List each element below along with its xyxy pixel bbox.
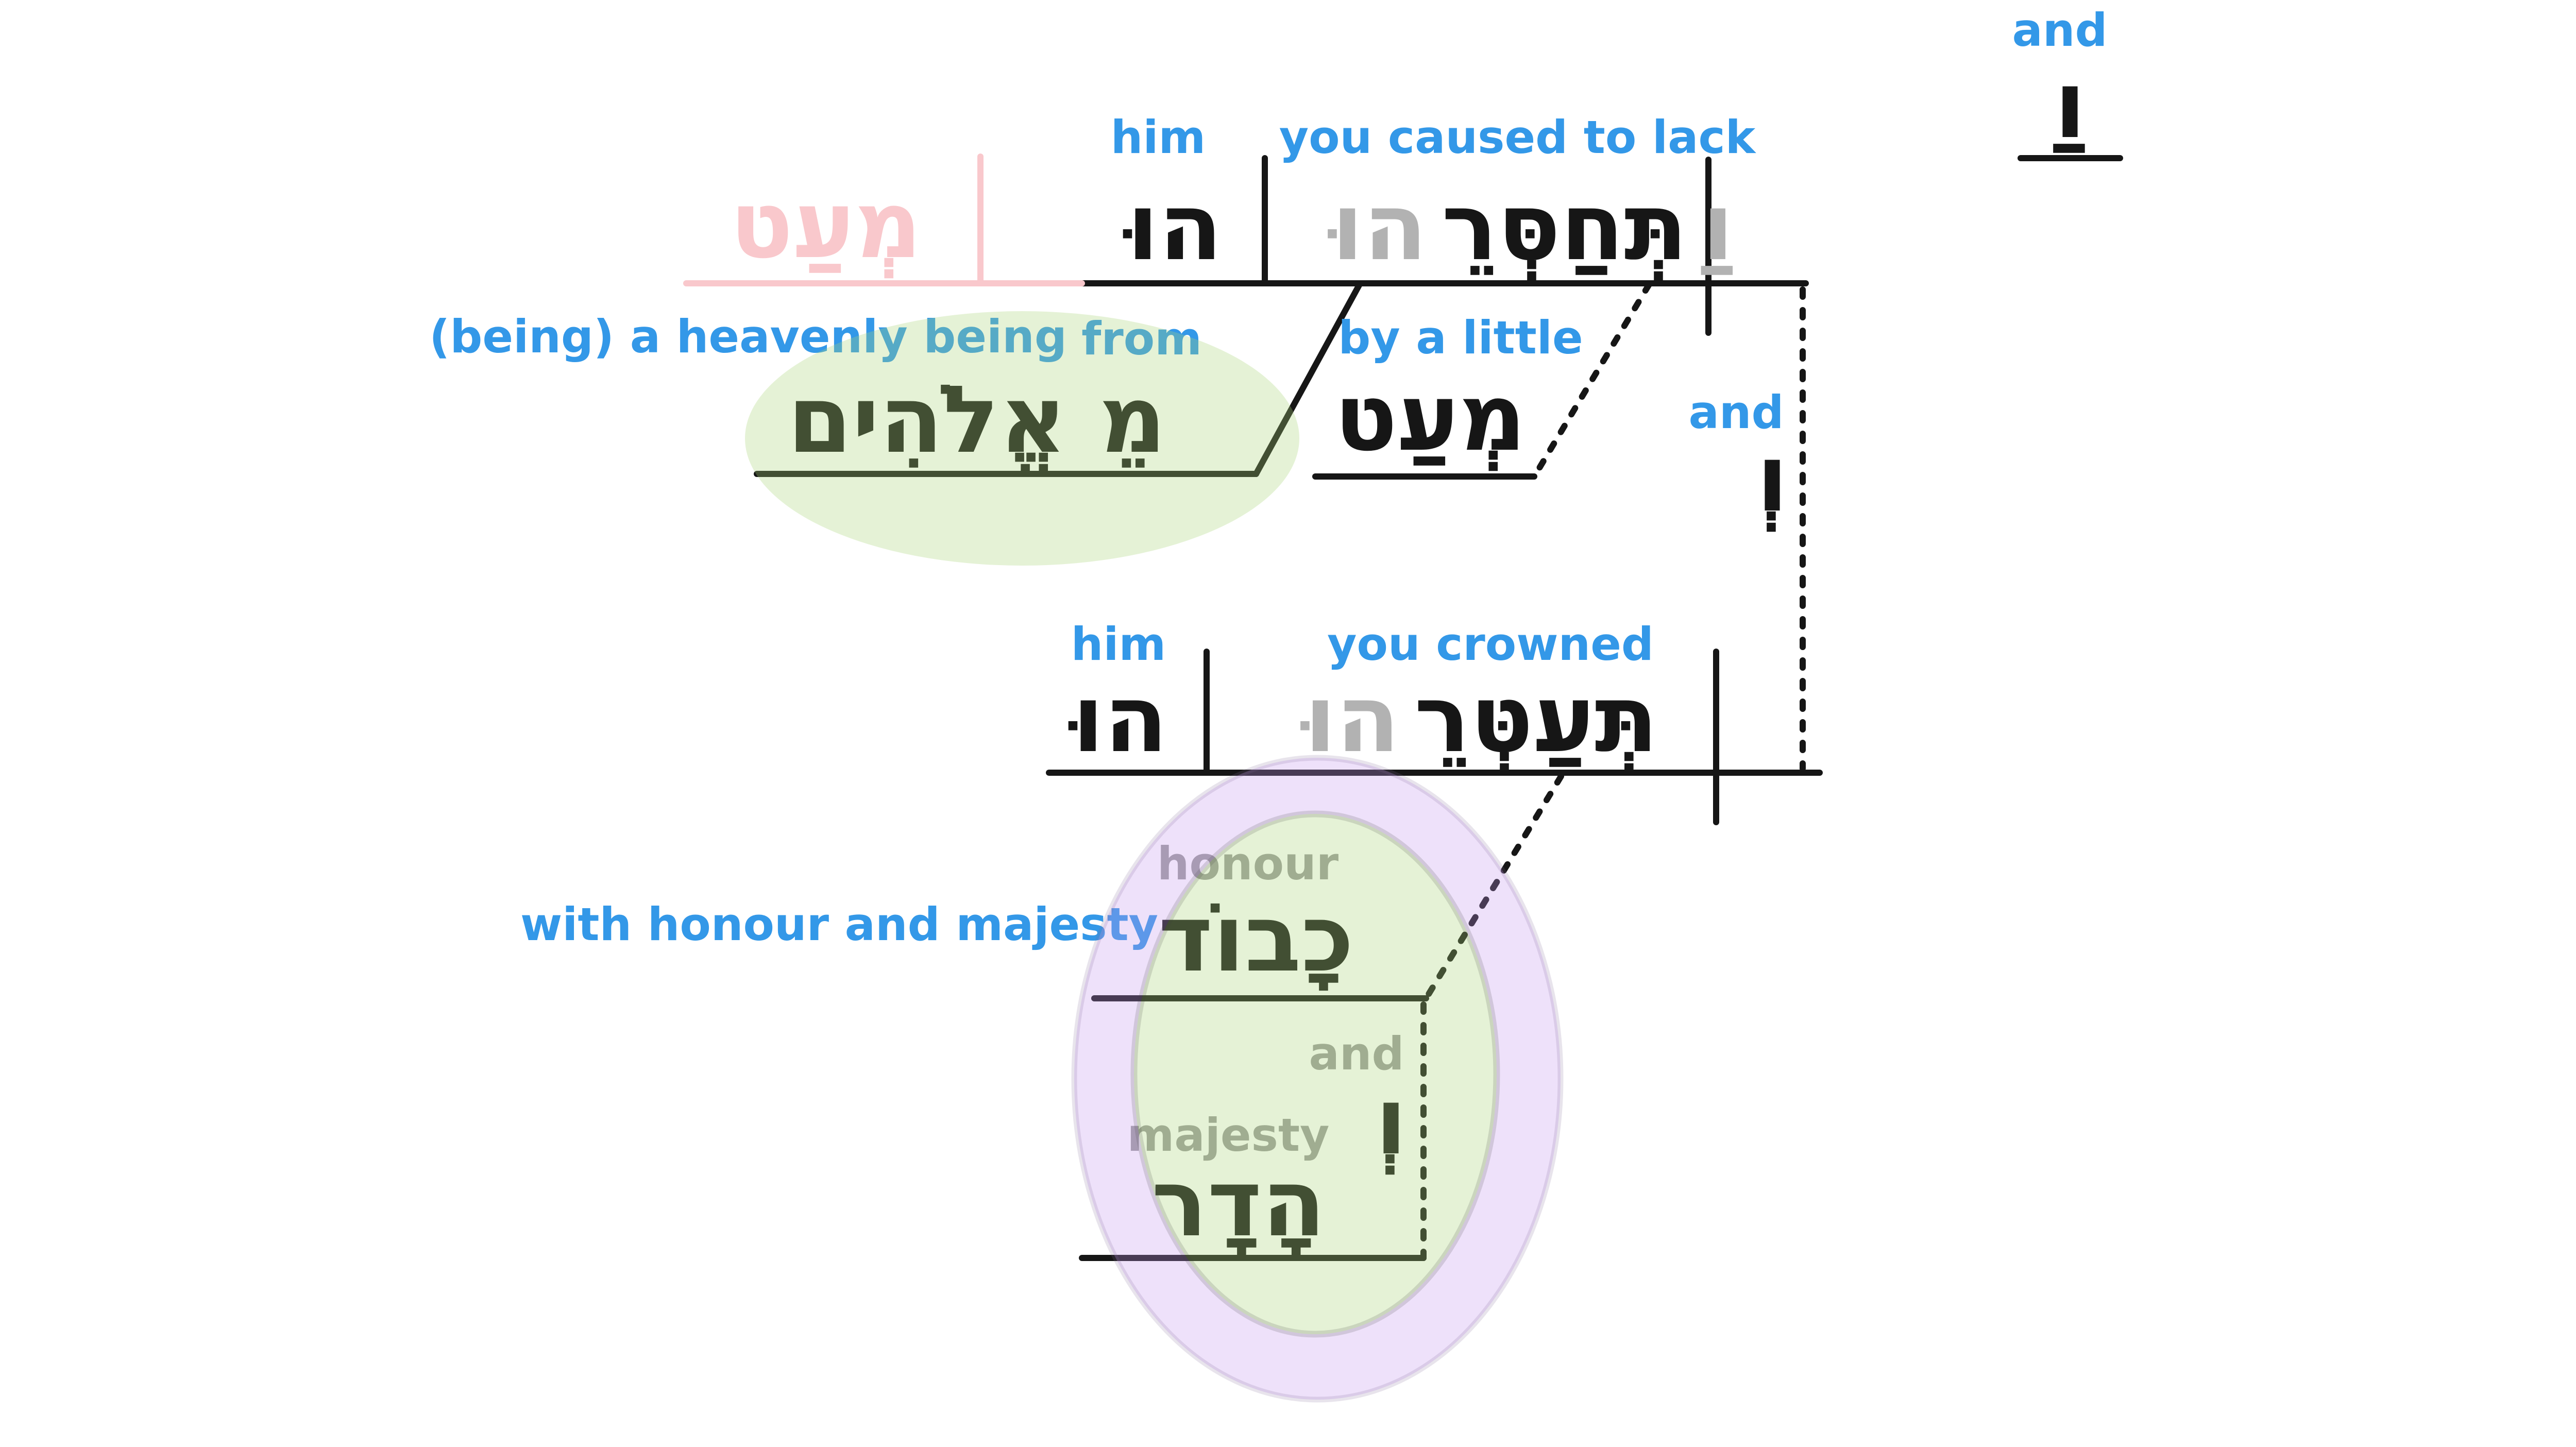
noun-connector-hebrew[interactable]: וְ [1375,1068,1407,1176]
clause-connector-gloss: and [1688,386,1784,439]
noun1-hebrew[interactable]: כָבוֹד [1158,885,1354,993]
prep-phrase-hebrew[interactable]: מֵ אֱלֹהִים [787,366,1166,474]
clause2-verb-suffix: הוּ [1304,666,1400,773]
clause1-object-gloss: him [1110,111,1206,164]
clause1-verb-suffix: הוּ [1331,174,1428,281]
clause2-object-gloss: him [1071,618,1166,671]
clause1-verb-prefix: וַ [1702,174,1734,281]
clause2-object-hebrew[interactable]: הוּ [1072,666,1168,773]
clause1-verb-hebrew[interactable]: וַ תְּחַסְּרֵ הוּ [1332,181,1734,274]
clause2-verb-gloss: you crowned [1327,618,1654,671]
clause1-object-hebrew[interactable]: הוּ [1127,174,1223,281]
noun-connector-gloss: and [1309,1027,1404,1080]
clause1-verb-stem: תְּחַסְּרֵ [1442,174,1688,281]
noun1-gloss: honour [1157,837,1339,890]
top-conjunction-gloss: and [2012,4,2108,57]
clause2-verb-hebrew[interactable]: תְּעַטְּרֵ הוּ [1304,673,1658,766]
noun2-gloss: majesty [1127,1109,1330,1162]
top-conjunction-hebrew[interactable]: וַ [2054,52,2086,159]
clause1-verb-gloss: you caused to lack [1279,111,1756,164]
prep-phrase-slant [1253,280,1363,477]
noun-phrase-dashed-slant [1423,773,1564,1001]
clause-connector-hebrew[interactable]: וְ [1756,425,1788,533]
noun2-hebrew[interactable]: הָדָר [1151,1150,1326,1257]
adverb-phrase-gloss: by a little [1338,311,1583,364]
adverb-phrase-dashed-slant [1531,281,1652,480]
adverb-phrase-hebrew[interactable]: מְעַט [1334,364,1527,472]
prep-gloss: from [1081,312,1202,365]
noun-phrase-gloss: with honour and majesty [520,898,1159,951]
clause2-verb-stem: תְּעַטְּרֵ [1414,666,1658,773]
displaced-word-hebrew[interactable]: מְעַט [730,172,922,279]
prep-object-gloss: (being) a heavenly being [429,310,1067,363]
